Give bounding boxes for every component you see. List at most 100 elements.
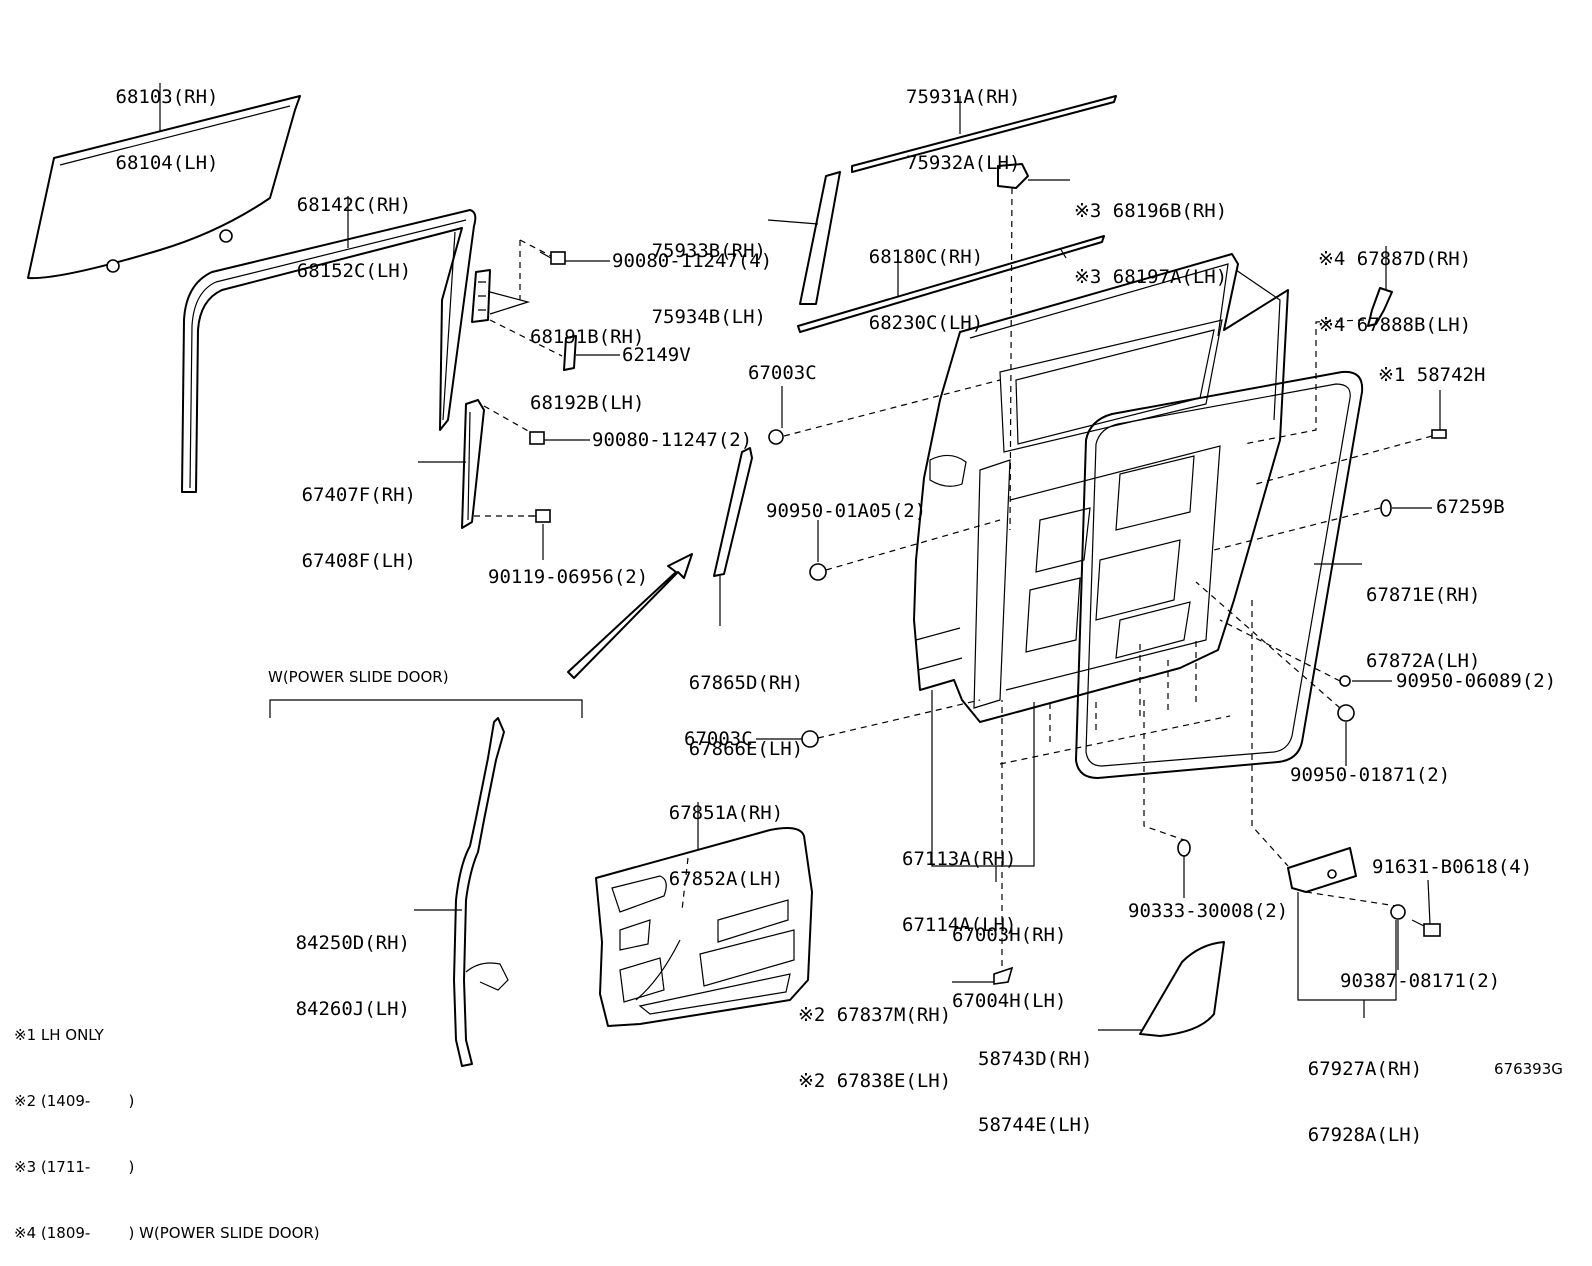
bolt-c-part <box>1411 919 1441 937</box>
plug-b-part <box>1339 675 1351 687</box>
screw-part <box>528 509 551 523</box>
clip-top-part <box>768 429 784 445</box>
door-shell-part <box>913 253 1289 723</box>
dash-cover-67927 <box>1251 600 1289 867</box>
bracket-part <box>1367 287 1393 327</box>
label-belt-out-rh: 75931A(RH) <box>906 86 1021 108</box>
label-nut: 90387-08171(2) <box>1340 970 1501 992</box>
label-channel: 67407F(RH) 67408F(LH) <box>300 440 416 594</box>
weatherstrip-part <box>1075 370 1364 779</box>
belt-molding-inner-part <box>797 235 1105 333</box>
label-garnish-rh: 67865D(RH) <box>688 672 804 694</box>
label-panel-rh: 67851A(RH) <box>668 802 784 824</box>
power-slide-bracket <box>269 699 583 718</box>
door-glass-part <box>27 95 301 280</box>
label-ws-rh: 67871E(RH) <box>1366 584 1481 606</box>
label-bolt-a: 90080-11247(4) <box>612 250 773 272</box>
label-run-lh: 68152C(LH) <box>296 260 412 282</box>
clip-a-part <box>1177 839 1191 857</box>
label-seal: ※2 67837M(RH) ※2 67838E(LH) <box>798 960 951 1114</box>
label-channel-rh: 67407F(RH) <box>301 484 416 506</box>
label-plug-c: 90950-01871(2) <box>1290 764 1451 786</box>
hole-cover-part <box>1139 941 1225 1037</box>
dash-stopper <box>1009 187 1013 531</box>
label-belt-out: 75931A(RH) 75932A(LH) <box>906 42 1021 196</box>
label-bracket-rh: ※4 67887D(RH) <box>1318 248 1472 270</box>
direction-arrow <box>567 553 693 679</box>
label-stopper-rh: ※3 68196B(RH) <box>1074 200 1228 222</box>
bolt-b-part <box>529 431 545 445</box>
plug-a-part <box>809 563 827 581</box>
label-67003c-mid: 67003C <box>684 728 753 750</box>
label-hole-lh: 58744E(LH) <box>978 1114 1093 1136</box>
leader-mold <box>767 219 819 225</box>
bolt-part <box>539 251 566 265</box>
label-seal-lh: ※2 67838E(LH) <box>798 1070 952 1092</box>
stopper-part <box>997 163 1029 189</box>
parts-diagram <box>27 83 1447 1067</box>
label-belt-in: 68180C(RH) 68230C(LH) <box>866 202 986 356</box>
label-plug-a: 90950-01A05(2) <box>766 500 927 522</box>
label-plug-b: 90950-06089(2) <box>1396 670 1557 692</box>
label-mold-rh: 75933B(RH) <box>651 240 766 262</box>
label-sensor-lh: 84260J(LH) <box>295 998 410 1020</box>
bracket-cover <box>1297 892 1397 1001</box>
label-cover-67927-lh: 67928A(LH) <box>1307 1124 1423 1146</box>
label-panel-lh: 67852A(LH) <box>668 868 784 890</box>
label-run-rh: 68142C(RH) <box>296 194 412 216</box>
cover-part <box>471 269 491 323</box>
pillar-molding-part <box>799 171 841 305</box>
nut-part <box>1390 904 1406 920</box>
label-ws: 67871E(RH) 67872A(LH) <box>1366 540 1480 694</box>
label-clip-a: 90333-30008(2) <box>1128 900 1289 922</box>
figure-code: 676393G <box>1494 1060 1563 1078</box>
label-67003c-top: 67003C <box>748 362 817 384</box>
label-cover-lh: 68192B(LH) <box>530 392 645 414</box>
dash-cover <box>489 319 563 357</box>
label-run: 68142C(RH) 68152C(LH) <box>294 150 414 304</box>
label-stopper: ※3 68196B(RH) ※3 68197A(LH) <box>1074 156 1227 310</box>
label-stopper-lh: ※3 68197A(LH) <box>1074 266 1228 288</box>
dash-plug-b <box>1219 619 1341 682</box>
label-garnish-lh: 67866E(LH) <box>688 738 804 760</box>
bracket-door <box>931 690 1035 867</box>
dash-67003c-mid <box>817 699 981 739</box>
touch-sensor-part <box>453 717 509 1067</box>
label-hole-rh: 58743D(RH) <box>978 1048 1093 1070</box>
label-mold: 75933B(RH) 75934B(LH) <box>648 196 766 350</box>
label-belt-in-rh: 68180C(RH) <box>868 246 984 268</box>
dash-clip-a <box>1143 700 1185 841</box>
dash-67259 <box>1213 507 1381 551</box>
rear-channel-part <box>461 399 485 529</box>
label-sash-rh: 67113A(RH) <box>902 848 1017 870</box>
dash-58742 <box>1255 435 1433 485</box>
seal-part <box>993 966 1014 985</box>
label-screw: 90119-06956(2) <box>488 566 649 588</box>
plug-c-part <box>1337 704 1355 722</box>
label-garnish: 67865D(RH) 67866E(LH) <box>686 628 806 782</box>
piece-58742-part <box>1431 429 1447 439</box>
dash-bolt-a <box>519 239 552 300</box>
label-cover-67927: 67927A(RH) 67928A(LH) <box>1306 1014 1424 1168</box>
label-glass-lh: 68104(LH) <box>115 152 219 174</box>
label-door: 67003H(RH) 67004H(LH) <box>952 880 1066 1034</box>
label-channel-lh: 67408F(LH) <box>301 550 416 572</box>
label-power-slide: W(POWER SLIDE DOOR) <box>268 668 449 686</box>
label-bracket: ※4 67887D(RH) ※4 67888B(LH) <box>1318 204 1471 358</box>
garnish-part <box>713 447 753 577</box>
label-sash: 67113A(RH) 67114A(LH) <box>902 804 1016 958</box>
label-sash-lh: 67114A(LH) <box>902 914 1017 936</box>
label-seal-rh: ※2 67837M(RH) <box>798 1004 952 1026</box>
dash-cover-nut <box>1305 891 1397 907</box>
label-panel: 67851A(RH) 67852A(LH) <box>666 758 786 912</box>
footnotes: ※1 LH ONLY ※2 (1409- ) ※3 (1711- ) ※4 (1… <box>14 980 320 1266</box>
leader-cover <box>489 291 531 315</box>
label-58742h: ※1 58742H <box>1378 364 1486 386</box>
note-1: ※1 LH ONLY <box>14 1026 104 1044</box>
dash-67003c-top <box>783 379 1001 437</box>
label-sensor-rh: 84250D(RH) <box>295 932 410 954</box>
label-cover-67927-rh: 67927A(RH) <box>1307 1058 1423 1080</box>
label-sensor: 84250D(RH) 84260J(LH) <box>290 888 410 1042</box>
door-trim-panel-part <box>595 827 813 1027</box>
dash-bolt-b <box>483 405 531 433</box>
